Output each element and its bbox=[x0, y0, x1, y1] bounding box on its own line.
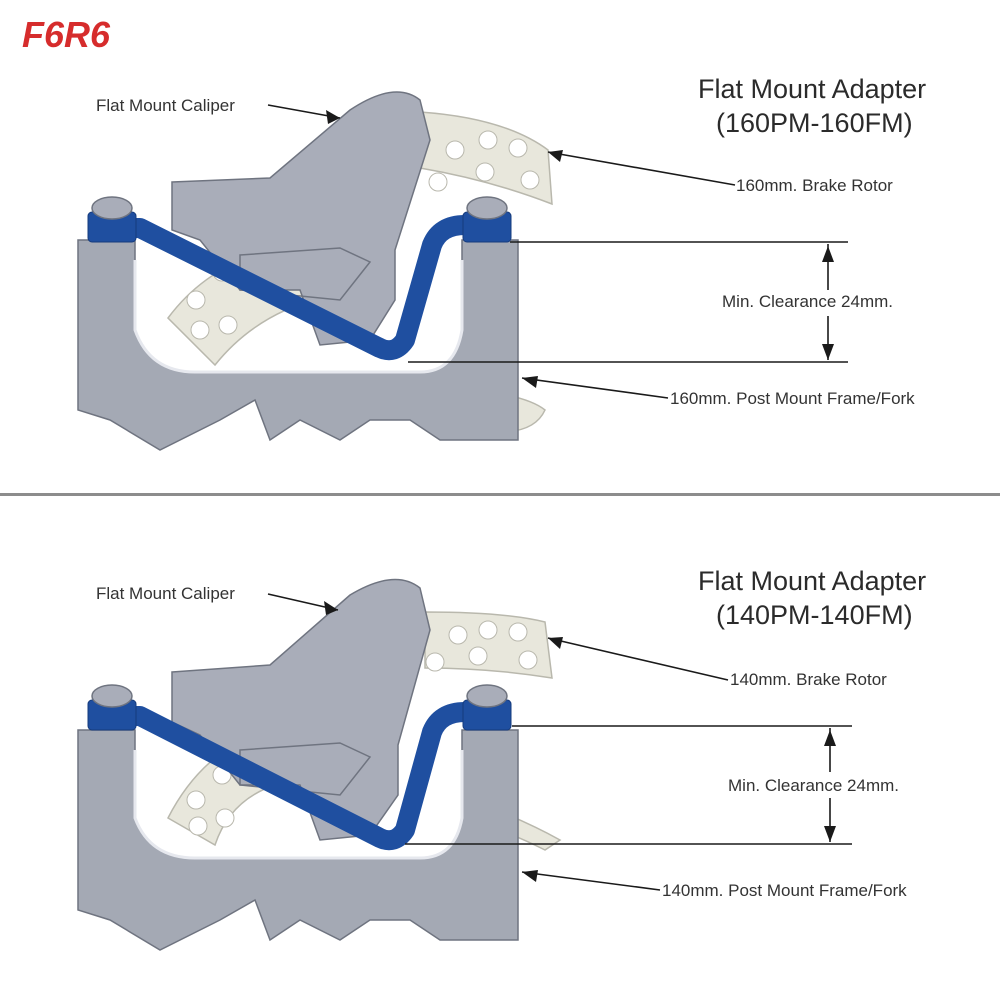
flat-mount-adapter-140 bbox=[87, 684, 512, 851]
frame-label: 140mm. Post Mount Frame/Fork bbox=[662, 881, 907, 900]
annotation-lines-160 bbox=[267, 104, 848, 399]
title-line-2: (140PM-140FM) bbox=[716, 600, 913, 630]
clearance-label: Min. Clearance 24mm. bbox=[728, 776, 900, 795]
title-line-1: Flat Mount Adapter bbox=[698, 74, 927, 104]
annotation-lines-140 bbox=[267, 593, 852, 891]
title-line-2: (160PM-160FM) bbox=[716, 108, 913, 138]
frame-label: 160mm. Post Mount Frame/Fork bbox=[670, 389, 915, 408]
post-mount-frame-140 bbox=[77, 729, 519, 951]
caliper-label: Flat Mount Caliper bbox=[96, 96, 235, 115]
panel-divider bbox=[0, 493, 1000, 496]
brand-logo: F6R6 bbox=[22, 14, 111, 55]
panel-140: Flat Mount Adapter (140PM-140FM) Flat Mo… bbox=[0, 500, 1000, 1000]
caliper-label: Flat Mount Caliper bbox=[96, 584, 235, 603]
rotor-label: 140mm. Brake Rotor bbox=[730, 670, 887, 689]
clearance-label: Min. Clearance 24mm. bbox=[722, 292, 894, 311]
flat-mount-adapter-160 bbox=[87, 196, 512, 361]
panel-160: Flat Mount Adapter (160PM-160FM) Flat Mo… bbox=[77, 72, 926, 451]
panel-title: Flat Mount Adapter (140PM-140FM) bbox=[698, 564, 926, 632]
panel-title: Flat Mount Adapter (160PM-160FM) bbox=[698, 72, 926, 140]
rotor-label: 160mm. Brake Rotor bbox=[736, 176, 893, 195]
adapter-diagram-160 bbox=[77, 91, 848, 451]
title-line-1: Flat Mount Adapter bbox=[698, 566, 927, 596]
adapter-diagram-140 bbox=[77, 578, 852, 951]
